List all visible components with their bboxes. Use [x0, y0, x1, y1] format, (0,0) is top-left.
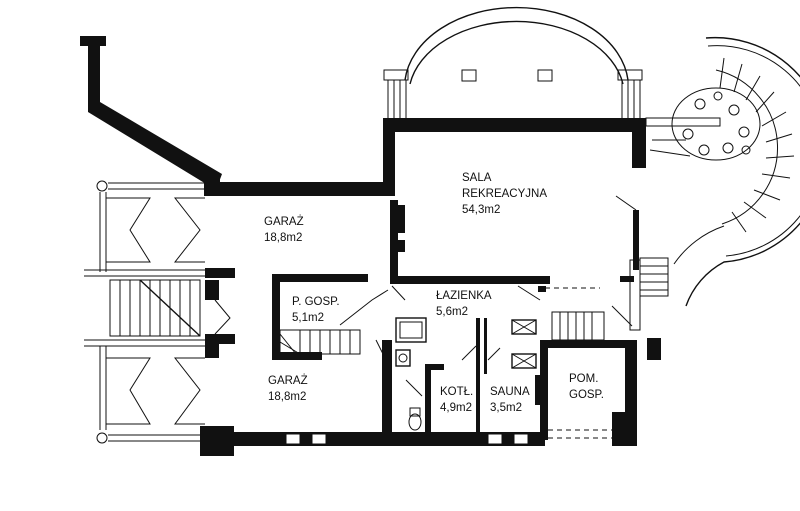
utility-small-area: 5,1m2: [292, 312, 324, 324]
garage-doors-left: [84, 180, 205, 444]
sauna-area: 3,5m2: [490, 402, 522, 414]
garage-top-name: GARAŻ: [264, 215, 304, 228]
utility-room-name-line2: GOSP.: [569, 389, 604, 401]
interior-walls: [272, 200, 634, 438]
recreation-hall-name-line1: SALA: [462, 172, 492, 184]
garage-bottom-area: 18,8m2: [268, 391, 306, 403]
utility-small-name: P. GOSP.: [292, 296, 340, 308]
boiler-room-name: KOTŁ.: [440, 386, 473, 398]
bottom-windows: [285, 433, 529, 445]
interior-stairs: [279, 329, 361, 355]
boiler-room-area: 4,9m2: [440, 402, 472, 414]
bathroom-fixtures: [395, 317, 427, 431]
left-staircase: [109, 279, 231, 337]
garage-bottom-name: GARAŻ: [268, 374, 308, 387]
sauna-name: SAUNA: [490, 386, 530, 398]
utility-room-name-line1: POM.: [569, 373, 598, 385]
recreation-hall-area: 54,3m2: [462, 204, 500, 216]
bathroom-area: 5,6m2: [436, 306, 468, 318]
semicircular-bay: [383, 6, 643, 118]
room-labels: GARAŻ 18,8m2 SALA REKREACYJNA 54,3m2 P. …: [264, 172, 604, 414]
spiral-terrace: [629, 36, 800, 331]
bathroom-name: ŁAZIENKA: [436, 290, 492, 302]
garage-top-area: 18,8m2: [264, 232, 302, 244]
recreation-hall-name-line2: REKREACYJNA: [462, 188, 547, 200]
corridor-stairs: [511, 287, 612, 439]
door-swings: [339, 195, 637, 361]
diagonal-retaining-wall: [80, 36, 222, 190]
